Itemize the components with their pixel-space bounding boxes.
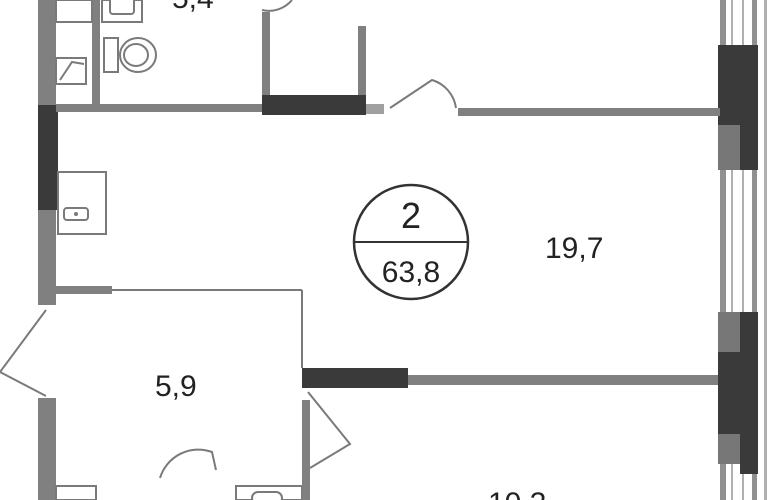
area-label-bottom-room: 10,3 [488, 487, 546, 500]
area-label-bathroom: 5,4 [172, 0, 214, 15]
bathroom-door-arc [261, 0, 293, 12]
hall-walls [56, 286, 718, 388]
window-upper [718, 45, 758, 170]
kitchen-counter [57, 171, 107, 235]
bottom-door-arc [159, 448, 217, 479]
toilet-icon [103, 37, 157, 73]
sink-icon [101, 0, 143, 23]
bath-tub [55, 0, 93, 23]
bedroom-door-leaf [389, 78, 457, 109]
total-area: 63,8 [382, 256, 440, 289]
bottom-walls [55, 400, 310, 500]
entry-door-left [0, 309, 47, 397]
right-facade-wall [720, 0, 767, 500]
rooms-count: 2 [401, 195, 421, 236]
bedroom-partition [458, 108, 720, 116]
window-lower [718, 312, 758, 474]
entry-door-right [307, 391, 352, 469]
bathroom-walls [56, 0, 384, 115]
apartment-badge: 2 63,8 [352, 183, 470, 301]
area-label-hall: 5,9 [155, 370, 197, 403]
area-label-living-room: 19,7 [545, 232, 603, 265]
left-exterior-wall [38, 0, 58, 500]
washbasin-small-icon [55, 57, 87, 85]
